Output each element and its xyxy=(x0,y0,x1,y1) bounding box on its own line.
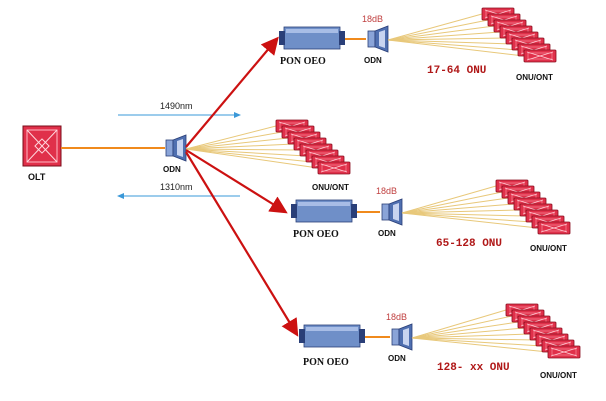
onu-label: ONU/ONT xyxy=(530,244,567,253)
range-label: 17-64 ONU xyxy=(427,65,486,77)
branch-1: PON OEO 18dB ODN 17-64 ONU ONU/ONT xyxy=(278,8,556,82)
oeo-label: PON OEO xyxy=(303,357,349,368)
local-onu-label: ONU/ONT xyxy=(312,183,349,192)
olt-icon xyxy=(22,125,62,167)
drop-lines xyxy=(387,13,525,57)
onu-stack xyxy=(482,8,556,62)
local-drop-lines xyxy=(185,125,319,169)
downstream-wavelength: 1490nm xyxy=(160,101,193,111)
onu-stack xyxy=(496,180,570,234)
trunk-fibers xyxy=(185,36,299,337)
onu-label: ONU/ONT xyxy=(516,73,553,82)
loss-label: 18dB xyxy=(362,14,383,24)
odn-icon xyxy=(391,323,413,351)
onu-label: ONU/ONT xyxy=(540,371,577,380)
odn-label: ODN xyxy=(378,229,396,238)
loss-label: 18dB xyxy=(386,312,407,322)
odn-icon xyxy=(165,134,187,162)
upstream-wavelength: 1310nm xyxy=(160,182,193,192)
oeo-label: PON OEO xyxy=(280,56,326,67)
odn-icon xyxy=(381,198,403,226)
drop-lines xyxy=(411,309,549,353)
oeo-icon xyxy=(290,199,358,223)
branch-3: PON OEO 18dB ODN 128- xx ONU ONU/ONT xyxy=(298,304,580,380)
loss-label: 18dB xyxy=(376,186,397,196)
range-label: 65-128 ONU xyxy=(436,238,502,250)
odn-label: ODN xyxy=(364,56,382,65)
odn-icon xyxy=(367,25,389,53)
branch-2: PON OEO 18dB ODN 65-128 ONU ONU/ONT xyxy=(290,180,570,253)
drop-lines xyxy=(401,185,539,229)
oeo-icon xyxy=(298,324,366,348)
onu-stack xyxy=(506,304,580,358)
odn-label: ODN xyxy=(388,354,406,363)
local-onu-stack xyxy=(276,120,350,174)
olt-label: OLT xyxy=(28,172,46,182)
range-label: 128- xx ONU xyxy=(437,362,510,374)
odn-label: ODN xyxy=(163,165,181,174)
oeo-label: PON OEO xyxy=(293,229,339,240)
oeo-icon xyxy=(278,26,346,50)
